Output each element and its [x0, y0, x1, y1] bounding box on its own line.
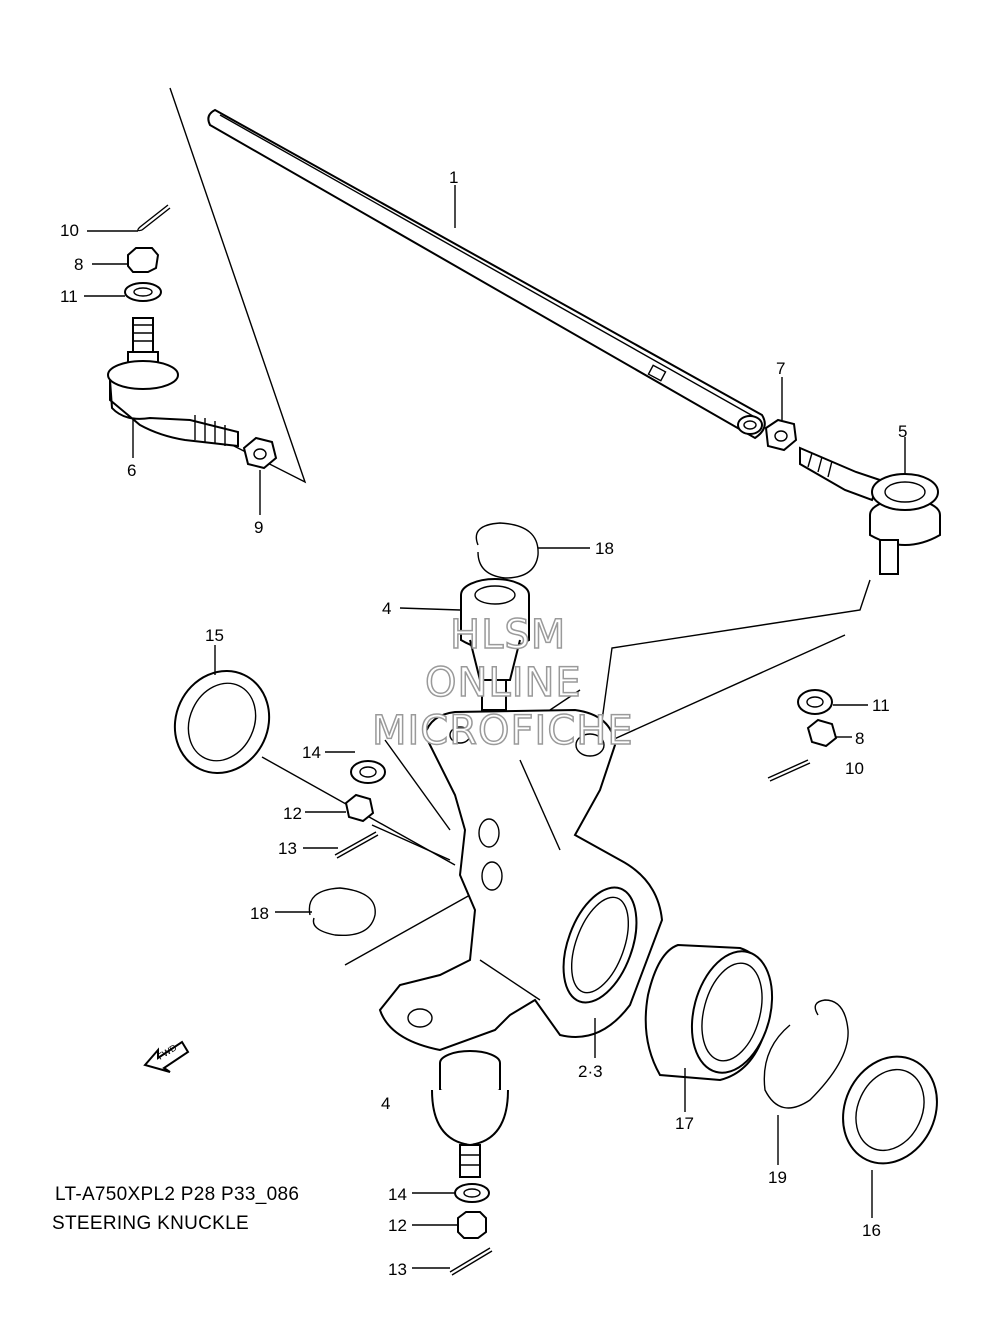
- callout-13-lower: 13: [388, 1260, 407, 1279]
- castle-nut-right: [806, 718, 838, 748]
- knuckle-leader-line: [611, 634, 846, 741]
- castle-nut-12-lower: [457, 1211, 487, 1239]
- callout-9: 9: [254, 518, 264, 537]
- ball-joint-lower: [431, 1050, 509, 1178]
- callout-11-right: 11: [872, 696, 890, 715]
- castle-nut-12-upper: [344, 793, 375, 823]
- circlip-left: [308, 887, 376, 937]
- circlip-leader: [344, 894, 471, 966]
- tie-rod-end-leader: [599, 579, 871, 736]
- callout-12-upper: 12: [283, 804, 302, 823]
- ball-joint-upper: [460, 578, 530, 711]
- callout-13-upper: 13: [278, 839, 297, 858]
- snap-ring: [763, 999, 849, 1109]
- callout-18-left: 18: [250, 904, 269, 923]
- hex-nut-left: [242, 436, 278, 470]
- fwd-arrow-icon: FWD: [143, 1040, 190, 1073]
- tie-rod-end-right: [799, 446, 941, 575]
- callout-4-lower: 4: [381, 1094, 391, 1113]
- callout-14-upper: 14: [302, 743, 321, 762]
- oil-seal-right: [842, 1055, 938, 1165]
- callout-7: 7: [776, 359, 786, 378]
- diagram-title: STEERING KNUCKLE: [52, 1213, 249, 1234]
- callout-8-right: 8: [855, 729, 865, 748]
- cotter-pin-right: [767, 759, 811, 782]
- callout-18-upper: 18: [595, 539, 614, 558]
- hex-nut-right: [764, 418, 798, 452]
- callout-14-lower: 14: [388, 1185, 407, 1204]
- watermark-line-3: MICROFICHE: [371, 708, 634, 754]
- oil-seal-left: [173, 670, 271, 774]
- wheel-bearing: [644, 943, 774, 1082]
- callout-17: 17: [675, 1114, 694, 1133]
- tie-rod: [207, 108, 766, 440]
- callout-10: 10: [60, 221, 79, 240]
- callout-16: 16: [862, 1221, 881, 1240]
- cotter-pin-top-left: [137, 204, 171, 232]
- castle-nut-top-left: [127, 247, 160, 273]
- callout-12-lower: 12: [388, 1216, 407, 1235]
- callout-15: 15: [205, 626, 224, 645]
- watermark-line-2: ONLINE: [424, 660, 582, 706]
- callout-5: 5: [898, 422, 908, 441]
- callout-1: 1: [449, 168, 459, 187]
- callout-11: 11: [60, 287, 78, 306]
- callout-2-3: 2·3: [578, 1062, 603, 1081]
- callout-4-upper: 4: [382, 599, 392, 618]
- callout-6: 6: [127, 461, 137, 480]
- tie-rod-end-left: [107, 317, 239, 448]
- cotter-leader: [371, 824, 451, 861]
- circlip-top: [475, 522, 539, 579]
- diagram-model-code: LT-A750XPL2 P28 P33_086: [55, 1184, 300, 1205]
- watermark-line-1: HLSM: [449, 612, 567, 658]
- callout-8: 8: [74, 255, 84, 274]
- steering-knuckle: [378, 708, 664, 1052]
- cotter-13-upper: [334, 831, 379, 859]
- callout-19: 19: [768, 1168, 787, 1187]
- washer-leader: [384, 739, 451, 831]
- cotter-13-lower: [449, 1247, 493, 1276]
- callout-10-right: 10: [845, 759, 864, 778]
